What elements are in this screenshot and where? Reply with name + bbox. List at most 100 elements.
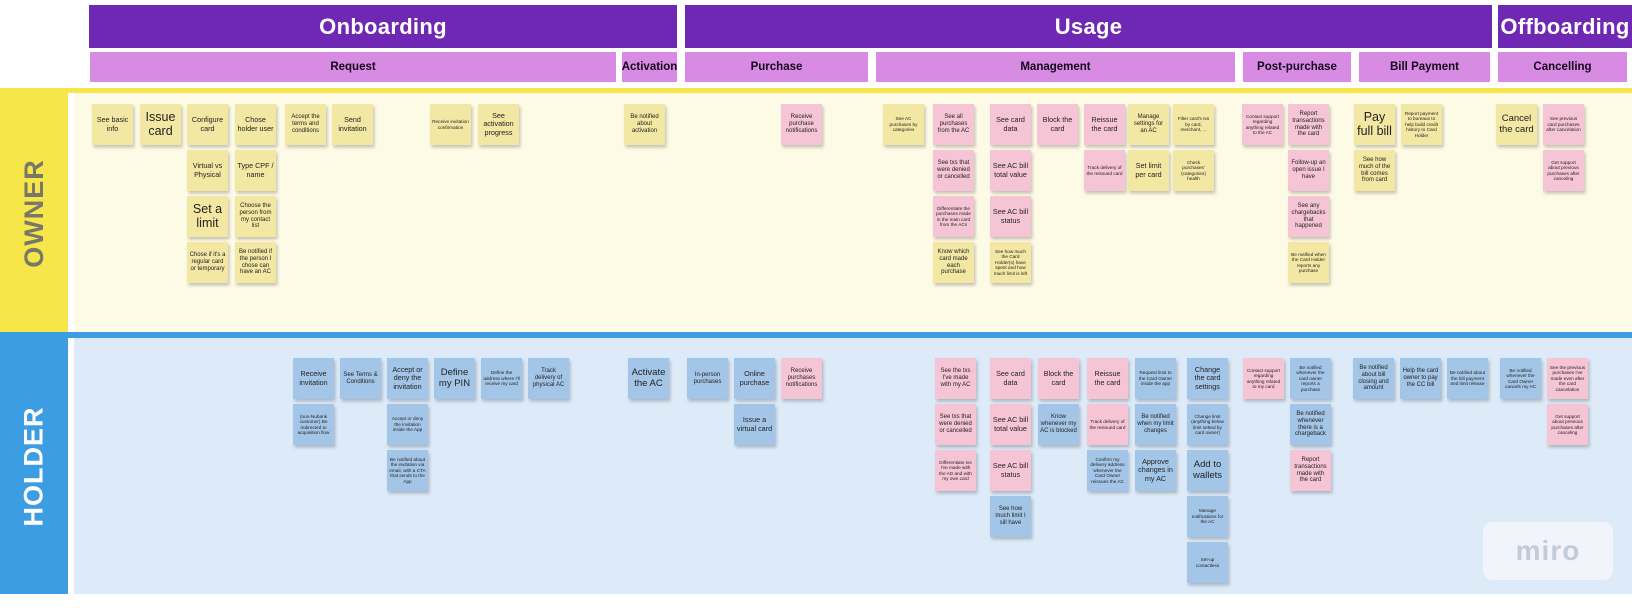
sticky-note[interactable]: Differentiate txs I've made with the AD …: [935, 450, 976, 491]
sticky-note[interactable]: Reissue the card: [1087, 358, 1128, 399]
sticky-note[interactable]: Reissue the card: [1084, 104, 1125, 145]
sticky-note[interactable]: See AC bill status: [990, 450, 1031, 491]
stage-header-post-purchase[interactable]: Post-purchase: [1243, 52, 1351, 82]
sticky-note[interactable]: Know which card made each purchase: [933, 242, 974, 283]
sticky-note[interactable]: See AC bill total value: [990, 404, 1031, 445]
sticky-note[interactable]: Be notified whenever the Card Owner canc…: [1500, 358, 1541, 399]
sticky-note[interactable]: See Terms & Conditions: [340, 358, 381, 399]
sticky-note[interactable]: Cancel the card: [1496, 104, 1537, 145]
sticky-note[interactable]: See any chargebacks that happened: [1288, 196, 1329, 237]
sticky-note[interactable]: Change the card settings: [1187, 358, 1228, 399]
sticky-note[interactable]: Report payment to bureaus to help build …: [1401, 104, 1442, 145]
phase-header-offboarding[interactable]: Offboarding: [1498, 5, 1632, 48]
sticky-note[interactable]: Accept or deny the invitation inside the…: [387, 404, 428, 445]
sticky-note[interactable]: See the txs I've made with my AC: [935, 358, 976, 399]
phase-header-onboarding[interactable]: Onboarding: [89, 5, 677, 48]
sticky-note[interactable]: Pay full bill: [1354, 104, 1395, 145]
sticky-note[interactable]: Issue a virtual card: [734, 404, 775, 445]
sticky-note[interactable]: Define my PIN: [434, 358, 475, 399]
sticky-note[interactable]: Issue card: [140, 104, 181, 145]
sticky-note[interactable]: See AC purchases by categories: [883, 104, 924, 145]
sticky-note[interactable]: Add to wallets: [1187, 450, 1228, 491]
sticky-note[interactable]: Be notified about bill closing and amoun…: [1353, 358, 1394, 399]
sticky-note[interactable]: Send invitation: [332, 104, 373, 145]
stage-header-request[interactable]: Request: [90, 52, 616, 82]
stage-header-bill-payment[interactable]: Bill Payment: [1359, 52, 1490, 82]
holder-lane-header[interactable]: HOLDER: [0, 338, 68, 594]
sticky-note[interactable]: Be notified when the Card Holder reports…: [1288, 242, 1329, 283]
sticky-note[interactable]: Chose if it's a regular card or temporar…: [187, 242, 228, 283]
sticky-note[interactable]: Block the card: [1037, 104, 1078, 145]
phase-header-usage[interactable]: Usage: [685, 5, 1492, 48]
sticky-note[interactable]: Follow-up an open issue I have: [1288, 150, 1329, 191]
sticky-note[interactable]: (non-Nubank customer) Be redirected to a…: [293, 404, 334, 445]
sticky-note[interactable]: Track delivery of the reissued card: [1087, 404, 1128, 445]
stage-header-cancelling[interactable]: Cancelling: [1498, 52, 1627, 82]
sticky-note[interactable]: Chose holder user: [235, 104, 276, 145]
sticky-note[interactable]: Be notified whenever there is a chargeba…: [1290, 404, 1331, 445]
sticky-note[interactable]: See basic info: [92, 104, 133, 145]
sticky-note[interactable]: Get support about previous purchases aft…: [1547, 404, 1588, 445]
sticky-note[interactable]: Block the card: [1038, 358, 1079, 399]
sticky-note[interactable]: See AC bill total value: [990, 150, 1031, 191]
sticky-note[interactable]: Accept or deny the invitation: [387, 358, 428, 399]
sticky-note[interactable]: Be notified about the invitation via ema…: [387, 450, 428, 491]
sticky-note[interactable]: Report transactions made with the card: [1288, 104, 1329, 145]
sticky-note[interactable]: See how much of the bill comes from card: [1354, 150, 1395, 191]
sticky-note[interactable]: See activation progress: [478, 104, 519, 145]
sticky-note[interactable]: See all purchases from the AC: [933, 104, 974, 145]
sticky-note[interactable]: Request limit to the Card Owner inside t…: [1135, 358, 1176, 399]
sticky-note[interactable]: See txs that were denied or cancelled: [933, 150, 974, 191]
sticky-note[interactable]: Track delivery of physical AC: [528, 358, 569, 399]
sticky-note[interactable]: Be notified about activation: [624, 104, 665, 145]
holder-lane-label: HOLDER: [18, 406, 49, 526]
sticky-note[interactable]: Be notified whenever the card owner repo…: [1290, 358, 1331, 399]
sticky-note[interactable]: Type CPF / name: [235, 150, 276, 191]
sticky-note[interactable]: Choose the person from my contact list: [235, 196, 276, 237]
sticky-note[interactable]: Filter card's txs by card, merchant, ...: [1173, 104, 1214, 145]
sticky-note[interactable]: Know whenever my AC is blocked: [1038, 404, 1079, 445]
sticky-note[interactable]: Configure card: [187, 104, 228, 145]
sticky-note[interactable]: Be notified when my limit changes: [1135, 404, 1176, 445]
sticky-note[interactable]: Change limit (anything below limit sette…: [1187, 404, 1228, 445]
sticky-note[interactable]: Track delivery of the reissued card: [1084, 150, 1125, 191]
sticky-note[interactable]: Report transactions made with the card: [1290, 450, 1331, 491]
sticky-note[interactable]: Help the card owner to pay the CC bill: [1400, 358, 1441, 399]
stage-header-management[interactable]: Management: [876, 52, 1235, 82]
sticky-note[interactable]: Differentiate the purchases made in the …: [933, 196, 974, 237]
sticky-note[interactable]: Online purchase: [734, 358, 775, 399]
sticky-note[interactable]: See txs that were denied or cancelled: [935, 404, 976, 445]
sticky-note[interactable]: See how much limit I sill have: [990, 496, 1031, 537]
sticky-note[interactable]: In-person purchases: [687, 358, 728, 399]
sticky-note[interactable]: Receive invitation confirmation: [430, 104, 471, 145]
sticky-note[interactable]: Manage notifications for the AC: [1187, 496, 1228, 537]
sticky-note[interactable]: See card data: [990, 104, 1031, 145]
stage-header-activation[interactable]: Activation: [622, 52, 677, 82]
stage-header-purchase[interactable]: Purchase: [685, 52, 868, 82]
sticky-note[interactable]: Be notified if the person I chose can ha…: [235, 242, 276, 283]
sticky-note[interactable]: Confirm my delivery address whenever the…: [1087, 450, 1128, 491]
sticky-note[interactable]: Receive purchases notifications: [781, 358, 822, 399]
sticky-note[interactable]: Virtual vs Physical: [187, 150, 228, 191]
sticky-note[interactable]: Set-up contactless: [1187, 542, 1228, 583]
sticky-note[interactable]: Receive invitation: [293, 358, 334, 399]
sticky-note[interactable]: Check purchases' (categories) health: [1173, 150, 1214, 191]
sticky-note[interactable]: See AC bill status: [990, 196, 1031, 237]
sticky-note[interactable]: See the previous purchases I've made eve…: [1547, 358, 1588, 399]
sticky-note[interactable]: Contact support regarding anything relat…: [1242, 104, 1283, 145]
sticky-note[interactable]: Set a limit: [187, 196, 228, 237]
sticky-note[interactable]: See how much the Card Holder(s) have spe…: [990, 242, 1031, 283]
sticky-note[interactable]: Set limit per card: [1128, 150, 1169, 191]
sticky-note[interactable]: Get support about previous purchases aft…: [1543, 150, 1584, 191]
owner-lane-header[interactable]: OWNER: [0, 93, 68, 333]
sticky-note[interactable]: Approve changes in my AC: [1135, 450, 1176, 491]
sticky-note[interactable]: Receive purchase notifications: [781, 104, 822, 145]
sticky-note[interactable]: Accept the terms and conditions: [285, 104, 326, 145]
sticky-note[interactable]: See previous card purchases after cancel…: [1543, 104, 1584, 145]
sticky-note[interactable]: Be notified about the bill payment and l…: [1447, 358, 1488, 399]
sticky-note[interactable]: Activate the AC: [628, 358, 669, 399]
sticky-note[interactable]: Define the address where I'll receive my…: [481, 358, 522, 399]
sticky-note[interactable]: Contact support regarding anything relat…: [1243, 358, 1284, 399]
sticky-note[interactable]: See card data: [990, 358, 1031, 399]
sticky-note[interactable]: Manage settings for an AC: [1128, 104, 1169, 145]
